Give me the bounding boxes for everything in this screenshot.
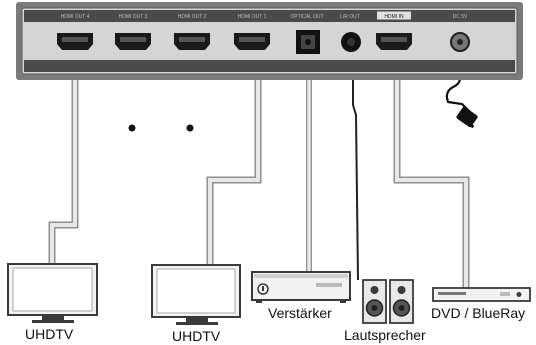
hdmi-port-out-1 [234,33,270,50]
tv-left-label: UHDTV [25,326,74,342]
unused-output-marker [128,124,136,132]
amplifier-label: Verstärker [268,305,332,321]
port-label-hdmi-in: HDMI IN [384,14,404,20]
device-back-panel: HDMI OUT 4 HDMI OUT 3 HDMI OUT 2 HDMI OU… [16,2,523,80]
speakers: Lautsprecher [344,279,426,343]
speakers-label: Lautsprecher [344,327,426,343]
port-label-optical-out: OPTICAL OUT [290,14,323,20]
tv-right: UHDTV [151,264,241,344]
tv-icon [7,263,98,323]
amplifier-icon [251,271,351,303]
amplifier: Verstärker [251,271,351,321]
port-label-dc-5v: DC 5V [453,14,468,20]
tv-left: UHDTV [7,263,98,342]
player: DVD / BlueRay [431,287,531,321]
port-label-hdmi-out-1: HDMI OUT 1 [238,14,267,20]
optical-port [296,30,320,54]
cable-audio-lr [352,60,359,281]
cable-hdmi-out-1 [206,80,262,265]
cable-hdmi-in [393,80,470,288]
hdmi-port-out-4 [57,33,93,50]
player-label: DVD / BlueRay [431,305,525,321]
port-label-lr-out: L/R OUT [340,14,360,20]
dc-power-port [450,32,470,52]
port-label-hdmi-out-2: HDMI OUT 2 [178,14,207,20]
tv-right-label: UHDTV [172,328,221,344]
cable-hdmi-out-4 [48,58,79,264]
hdmi-port-out-3 [115,33,151,50]
power-adapter-icon [456,106,478,129]
bluray-player-icon [432,287,531,302]
speaker-icon [389,279,414,324]
port-label-hdmi-out-3: HDMI OUT 3 [119,14,148,20]
tv-icon [151,264,241,325]
hdmi-port-in [376,33,412,50]
cables [48,52,471,288]
port-label-hdmi-out-4: HDMI OUT 4 [61,14,90,20]
unused-output-marker [186,124,194,132]
speaker-icon [362,279,387,324]
hdmi-port-out-2 [174,33,210,50]
audio-jack-port [341,32,361,52]
